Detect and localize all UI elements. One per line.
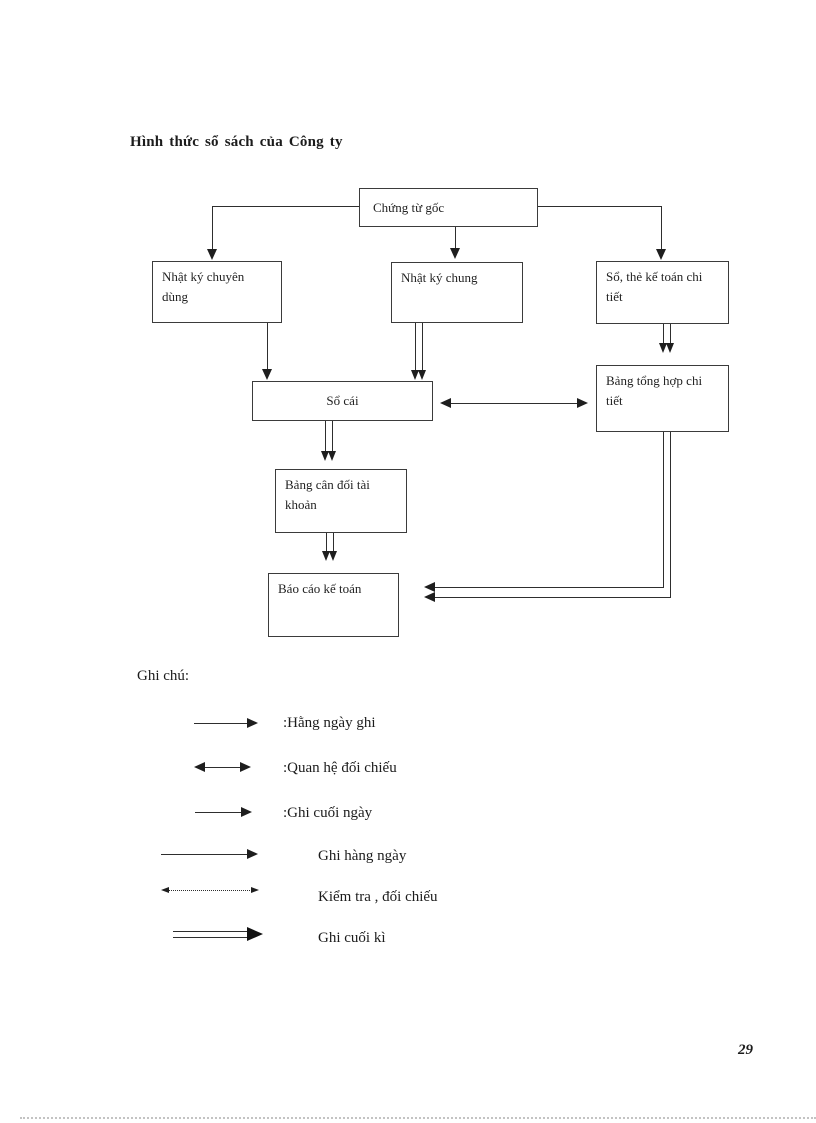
- arrowhead-right-icon: [241, 807, 252, 817]
- page-title: Hình thức sổ sách của Công ty: [130, 134, 343, 150]
- arrowhead-right-icon: [247, 849, 258, 859]
- connector-chungtugoc-left-horizontal: [212, 206, 359, 207]
- connector-bangtonghop-to-baocao-hline2: [435, 597, 671, 598]
- arrowhead-right-icon: [251, 887, 259, 893]
- connector-nhatkychuyendung-to-socai-line: [267, 323, 268, 370]
- arrowhead-right-icon: [247, 718, 258, 728]
- arrowhead-left-icon: [440, 398, 451, 408]
- arrowhead-down-icon: [411, 370, 419, 380]
- legend-arrow-endofday-line: [195, 812, 242, 813]
- arrowhead-left-icon: [161, 887, 169, 893]
- arrowhead-down-icon: [450, 248, 460, 259]
- arrowhead-left-icon: [424, 582, 435, 592]
- node-bang-tong-hop-chi-tiet: Bảng tổng hợp chi tiết: [596, 365, 729, 432]
- node-label: Sổ cái: [326, 393, 359, 408]
- legend-item-label: Kiểm tra , đối chiếu: [318, 889, 438, 905]
- arrowhead-down-icon: [321, 451, 329, 461]
- arrowhead-down-icon: [329, 551, 337, 561]
- arrowhead-right-icon: [247, 927, 263, 941]
- arrowhead-down-icon: [418, 370, 426, 380]
- arrowhead-down-icon: [659, 343, 667, 353]
- connector-chungtugoc-to-nhatkychung-line: [455, 227, 456, 249]
- legend-item-label: Ghi cuối kì: [318, 930, 386, 946]
- connector-bangcandoi-to-baocao-line1: [326, 533, 327, 552]
- legend-item-label: :Ghi cuối ngày: [283, 805, 373, 821]
- arrowhead-right-icon: [577, 398, 588, 408]
- arrowhead-down-icon: [328, 451, 336, 461]
- connector-socai-to-bangcandoi-line2: [332, 421, 333, 452]
- connector-nhatkychung-to-socai-line1: [415, 323, 416, 371]
- arrowhead-down-icon: [322, 551, 330, 561]
- page-number: 29: [738, 1042, 753, 1058]
- page-break-divider: [20, 1117, 816, 1119]
- legend-item-label: :Quan hệ đối chiếu: [283, 760, 397, 776]
- node-so-the-ke-toan-chi-tiet: Sổ, thẻ kế toán chi tiết: [596, 261, 729, 324]
- arrowhead-down-icon: [666, 343, 674, 353]
- connector-bangtonghop-to-baocao-vline2: [670, 432, 671, 597]
- connector-sothe-to-bangtonghop-line2: [670, 324, 671, 343]
- node-label: Nhật ký chuyên dùng: [162, 269, 245, 304]
- node-nhat-ky-chuyen-dung: Nhật ký chuyên dùng: [152, 261, 282, 323]
- arrowhead-left-icon: [424, 592, 435, 602]
- legend-arrow-endofperiod-line2: [173, 937, 248, 938]
- arrowhead-left-icon: [194, 762, 205, 772]
- legend-item-label: Ghi hàng ngày: [318, 848, 407, 864]
- arrowhead-right-icon: [240, 762, 251, 772]
- legend-arrow-check-dotted-line: [169, 890, 252, 891]
- legend-arrow-daily-line: [194, 723, 248, 724]
- connector-chungtugoc-to-nhatkychuyendung-line: [212, 206, 213, 250]
- node-label: Sổ, thẻ kế toán chi tiết: [606, 269, 703, 304]
- arrowhead-down-icon: [262, 369, 272, 380]
- legend-arrow-endofperiod-line1: [173, 931, 248, 932]
- legend-arrow-reconcile-line: [204, 767, 241, 768]
- arrowhead-down-icon: [207, 249, 217, 260]
- legend-arrow-daily2-line: [161, 854, 248, 855]
- connector-bangcandoi-to-baocao-line2: [333, 533, 334, 552]
- node-label: Bảng tổng hợp chi tiết: [606, 373, 703, 408]
- connector-bangtonghop-to-baocao-hline1: [435, 587, 664, 588]
- node-so-cai: Sổ cái: [252, 381, 433, 421]
- node-bao-cao-ke-toan: Báo cáo kế toán: [268, 573, 399, 637]
- node-label: Nhật ký chung: [401, 270, 478, 285]
- node-label: Chứng từ gốc: [373, 199, 445, 215]
- legend-heading: Ghi chú:: [137, 668, 190, 684]
- connector-bangtonghop-to-baocao-vline1: [663, 432, 664, 587]
- connector-chungtugoc-to-sothe-line: [661, 206, 662, 250]
- node-bang-can-doi-tai-khoan: Bảng cân đối tài khoản: [275, 469, 407, 533]
- node-chung-tu-goc: Chứng từ gốc: [359, 188, 538, 227]
- node-label: Báo cáo kế toán: [278, 581, 362, 596]
- arrowhead-down-icon: [656, 249, 666, 260]
- legend-item-label: :Hằng ngày ghi: [283, 715, 376, 731]
- connector-nhatkychung-to-socai-line2: [422, 323, 423, 371]
- connector-socai-to-bangcandoi-line1: [325, 421, 326, 452]
- node-nhat-ky-chung: Nhật ký chung: [391, 262, 523, 323]
- connector-sothe-to-bangtonghop-line1: [663, 324, 664, 343]
- connector-chungtugoc-right-horizontal: [538, 206, 661, 207]
- node-label: Bảng cân đối tài khoản: [285, 477, 370, 512]
- connector-socai-bangtonghop-line: [450, 403, 578, 404]
